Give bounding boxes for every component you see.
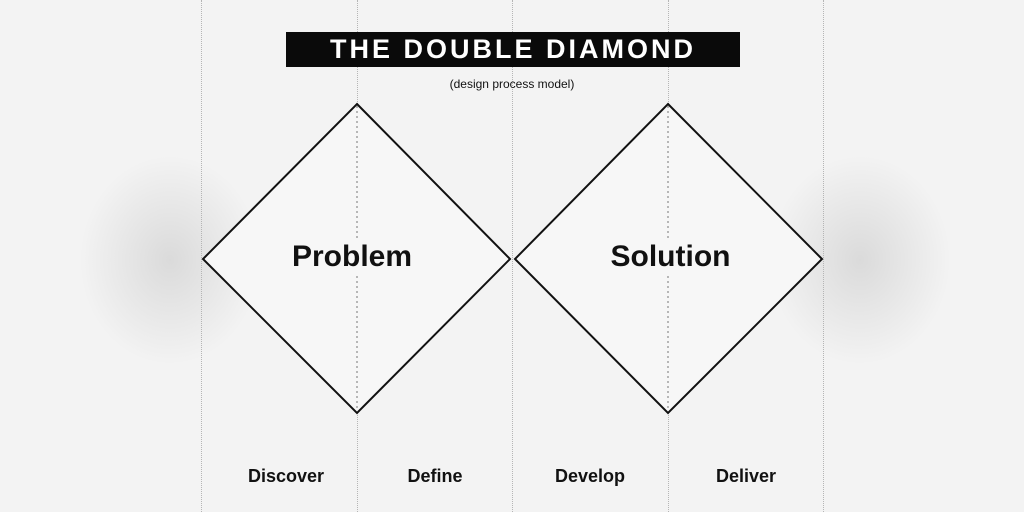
- phase-deliver: Deliver: [715, 466, 777, 486]
- phase-define: Define: [407, 466, 463, 486]
- problem-label: Problem: [279, 238, 425, 276]
- guide-line: [823, 0, 824, 512]
- guide-line: [201, 0, 202, 512]
- solution-label: Solution: [598, 238, 743, 276]
- phase-develop: Develop: [554, 466, 626, 486]
- subtitle: (design process model): [449, 77, 575, 91]
- phase-discover: Discover: [247, 466, 325, 486]
- page-title: THE DOUBLE DIAMOND: [286, 32, 740, 67]
- guide-line: [512, 0, 513, 512]
